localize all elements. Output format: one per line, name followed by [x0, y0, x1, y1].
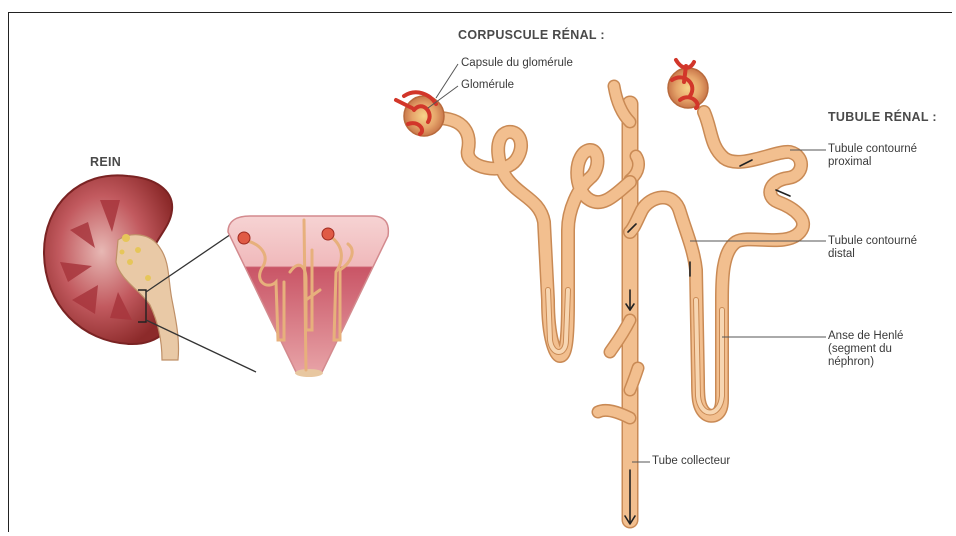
label-tcd: Tubule contourné distal — [828, 235, 917, 261]
label-capsule: Capsule du glomérule — [461, 57, 573, 70]
label-tcp-line1: Tubule contourné — [828, 143, 917, 156]
glomerulus-left — [396, 92, 444, 136]
label-henle: Anse de Henlé (segment du néphron) — [828, 330, 903, 369]
renal-pyramid — [228, 216, 388, 377]
heading-rein: REIN — [90, 155, 121, 169]
label-tcp-line2: proximal — [828, 156, 917, 169]
heading-tubule: TUBULE RÉNAL : — [828, 110, 937, 124]
kidney — [44, 175, 179, 360]
label-tcd-line1: Tubule contourné — [828, 235, 917, 248]
label-tcd-line2: distal — [828, 248, 917, 261]
glomerulus-right — [668, 60, 708, 108]
nephron-tubules — [440, 86, 803, 524]
label-glomerule: Glomérule — [461, 79, 514, 92]
label-tcp: Tubule contourné proximal — [828, 143, 917, 169]
heading-corpuscule: CORPUSCULE RÉNAL : — [458, 28, 605, 42]
label-henle-line1: Anse de Henlé — [828, 330, 903, 343]
label-henle-line2: (segment du — [828, 343, 903, 356]
label-henle-line3: néphron) — [828, 356, 903, 369]
label-collecteur: Tube collecteur — [652, 455, 730, 468]
